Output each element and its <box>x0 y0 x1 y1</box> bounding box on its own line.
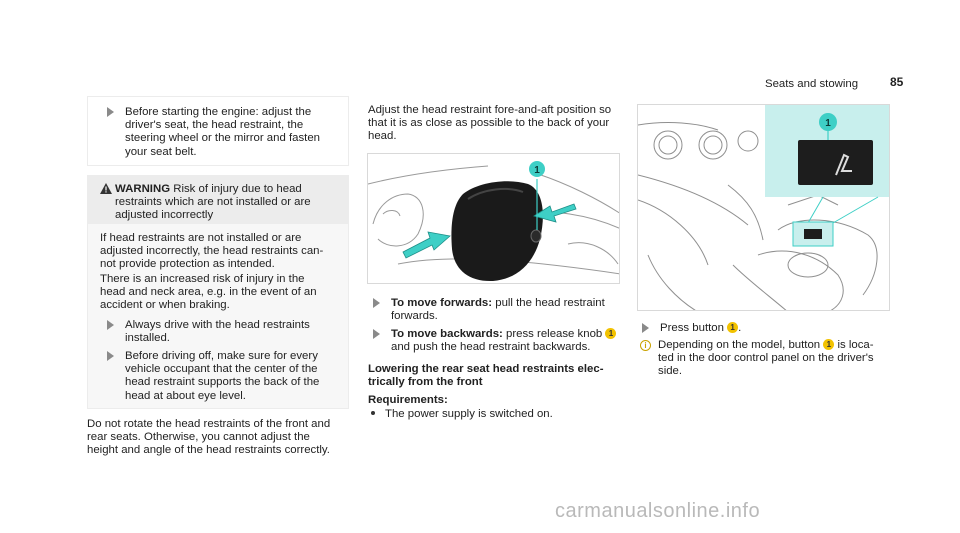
warning-paragraph-1: If head restraints are not installed or … <box>100 232 324 271</box>
head-restraint-illustration: 1 <box>367 153 620 284</box>
bullet-arrow-icon <box>107 320 114 330</box>
intro-paragraph: Adjust the head restraint fore-and-aft p… <box>368 104 612 143</box>
requirement-item: The power supply is switched on. <box>368 408 630 421</box>
marker-1: 1 <box>605 328 617 339</box>
bullet-arrow-icon <box>107 351 114 361</box>
bullet-dot-icon <box>371 411 375 415</box>
section-heading: Lowering the rear seat head restraints e… <box>368 363 604 389</box>
section-title: Seats and stowing <box>765 78 859 90</box>
watermark: carmanualsonline.info <box>555 500 761 522</box>
bullet-arrow-icon <box>642 323 649 333</box>
marker-1: 1 <box>823 339 835 350</box>
footer-paragraph: Do not rotate the head restraints of the… <box>87 418 331 457</box>
marker-1: 1 <box>727 322 739 333</box>
requirements-label: Requirements: <box>368 394 448 406</box>
bullet-arrow-icon <box>373 298 380 308</box>
callout-1: 1 <box>534 165 540 176</box>
callout-1: 1 <box>825 118 831 129</box>
warning-header-bg <box>88 176 348 224</box>
warning-icon <box>100 183 112 194</box>
warning-paragraph-2: There is an increased risk of injury in … <box>100 273 317 312</box>
page-number: 85 <box>890 75 904 89</box>
bullet-arrow-icon <box>107 107 114 117</box>
bullet-arrow-icon <box>373 329 380 339</box>
seat-button-illustration: 1 <box>637 104 890 311</box>
warning-heading: WARNING Risk of injury due to head restr… <box>115 183 311 222</box>
intro-bullet-box <box>87 96 349 166</box>
info-icon: i <box>640 340 651 351</box>
